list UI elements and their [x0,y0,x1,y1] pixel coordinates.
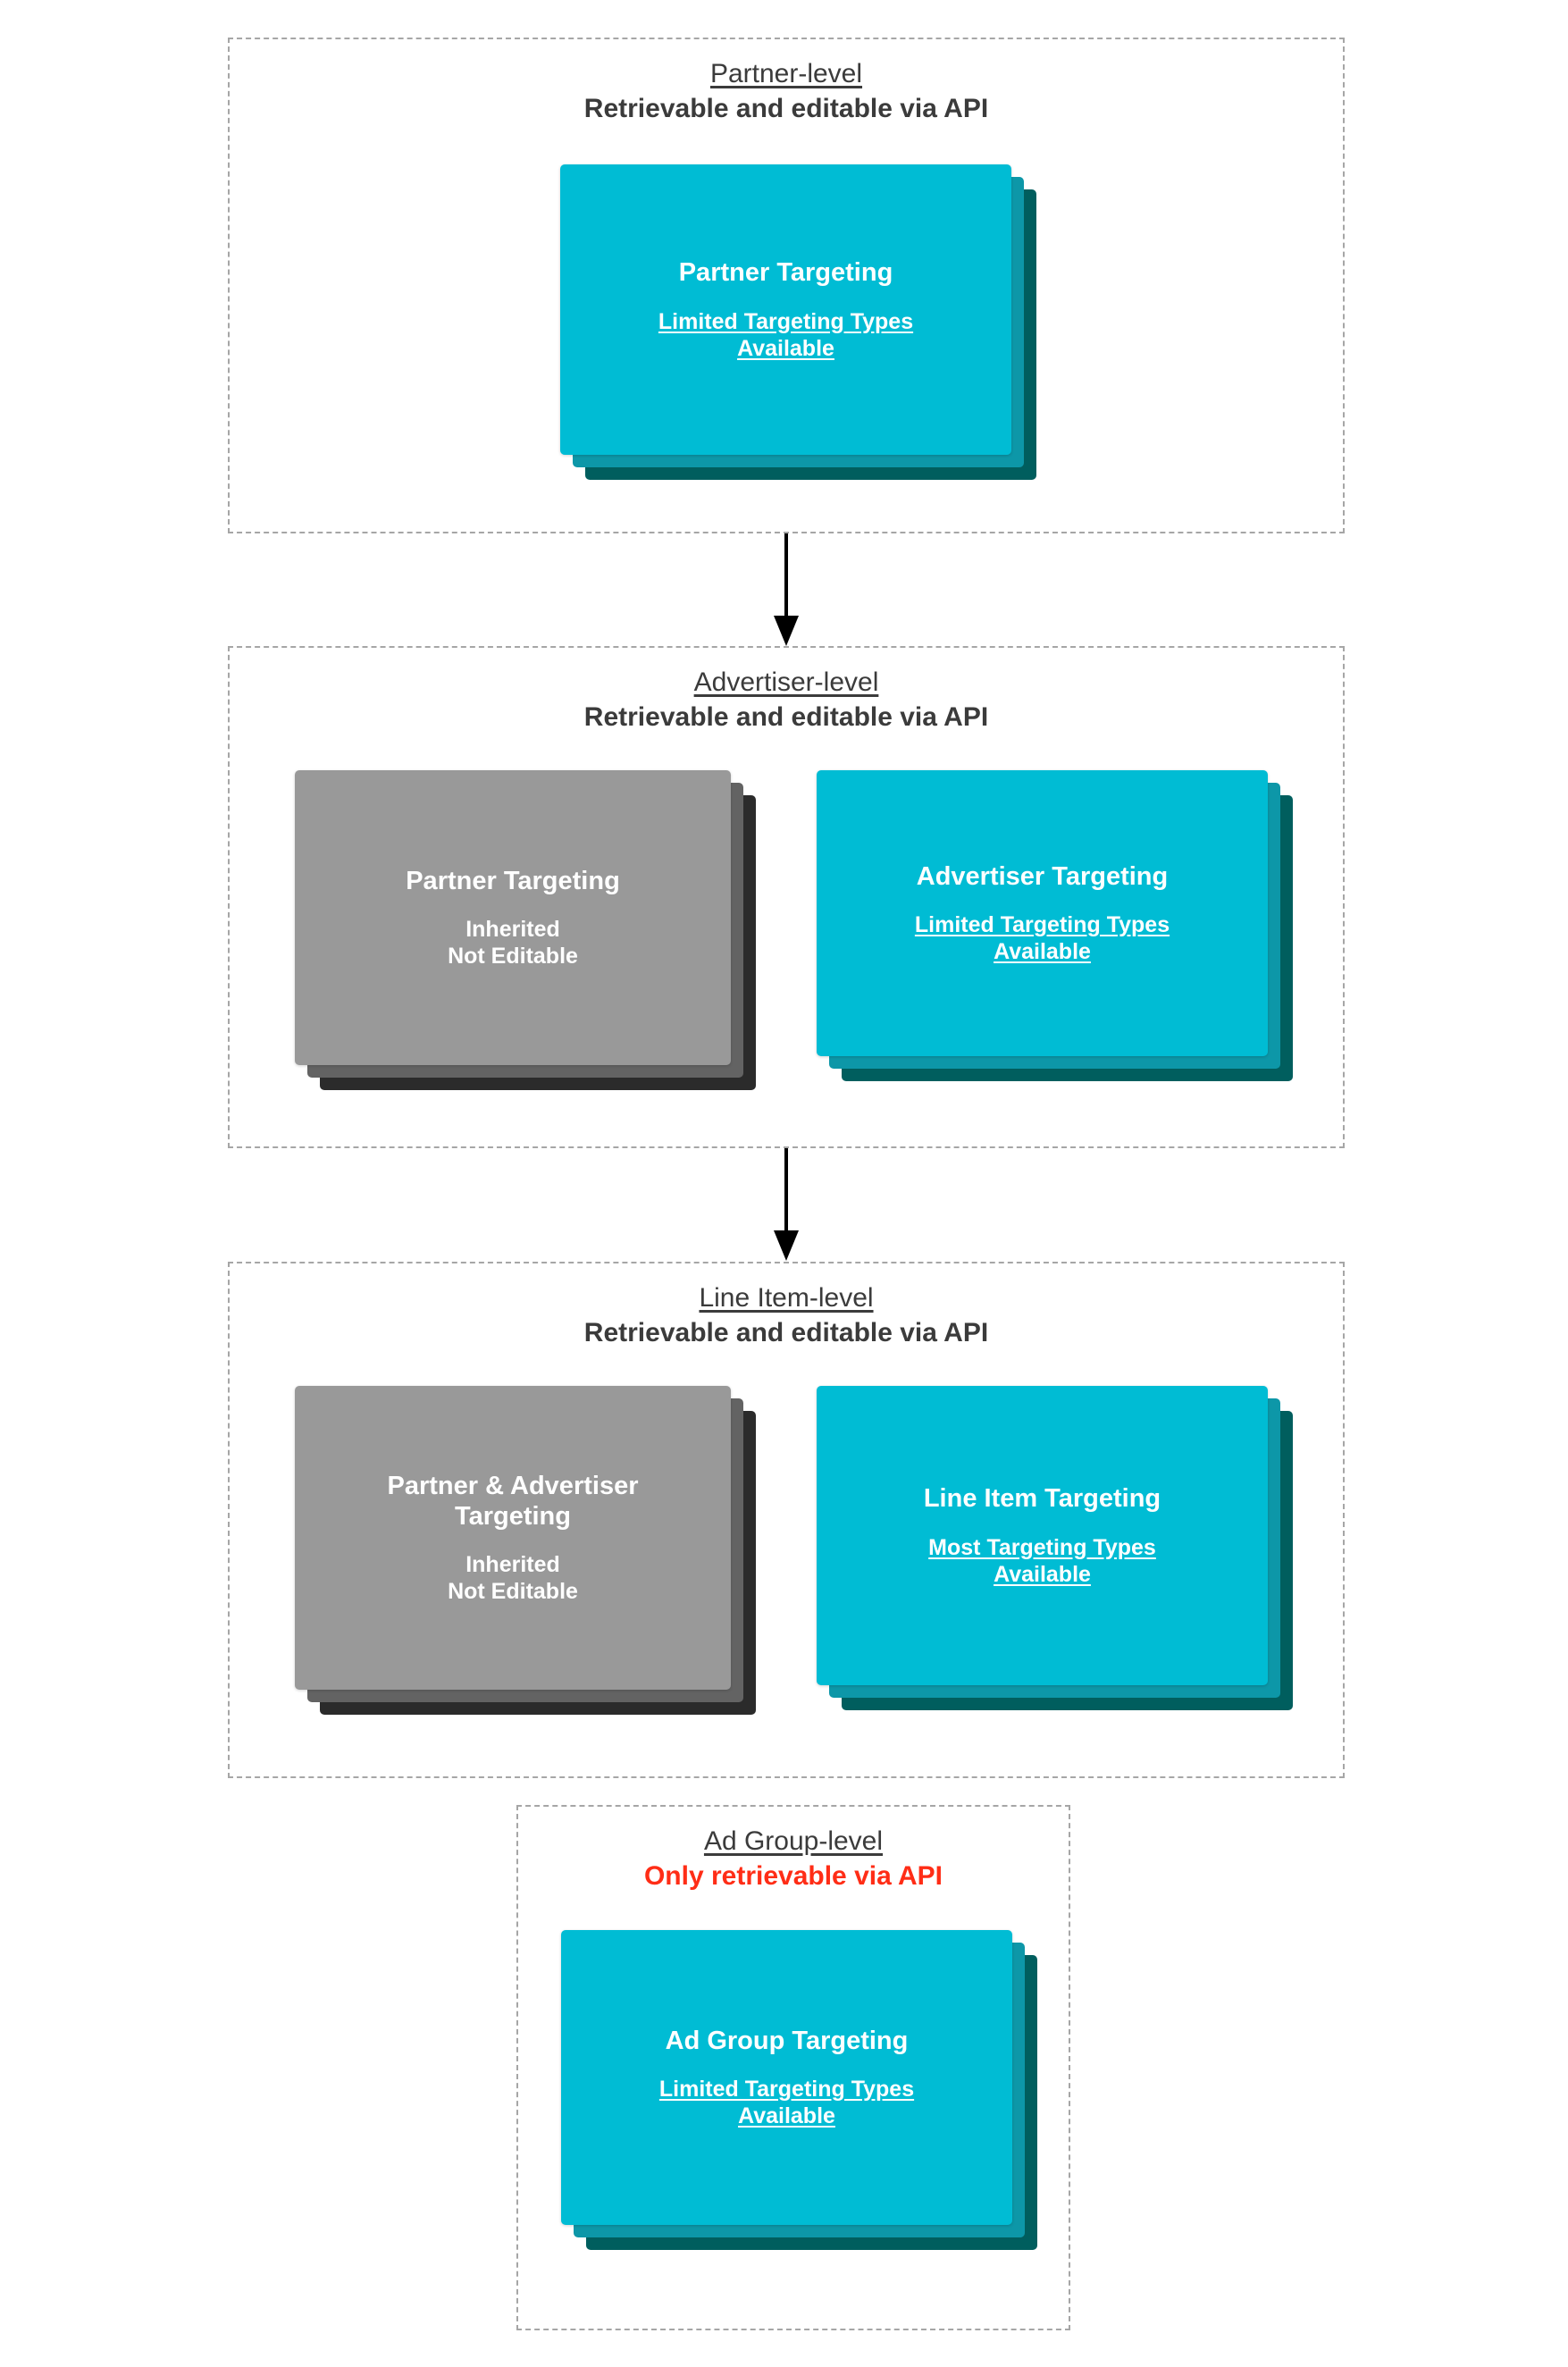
card-advertiser-targeting[interactable]: Advertiser Targeting Limited Targeting T… [817,770,1268,1056]
card-subtitle-line2: Available [737,335,834,361]
card-partner-targeting-inherited[interactable]: Partner Targeting Inherited Not Editable [295,770,731,1065]
card-subtitle-line1: Inherited [465,1552,560,1578]
card-ad-group-targeting[interactable]: Ad Group Targeting Limited Targeting Typ… [561,1930,1012,2225]
card-subtitle-line2: Available [738,2103,835,2129]
connector-partner-to-advertiser [774,533,799,646]
card-subtitle: Limited Targeting Types Available [902,911,1182,965]
card-title: Partner Targeting [406,866,620,895]
card-subtitle-line2: Not Editable [448,1579,578,1605]
card-subtitle-line1: Limited Targeting Types [658,2077,915,2103]
card-title: Partner Targeting [678,258,893,288]
level-advertiser: Advertiser-level Retrievable and editabl… [228,646,1345,1148]
connector-advertiser-to-line-item [774,1148,799,1261]
card-line-item-targeting[interactable]: Line Item Targeting Most Targeting Types… [817,1386,1268,1685]
level-partner-header: Partner-level Retrievable and editable v… [230,59,1343,123]
card-subtitle-line2: Available [994,1561,1091,1587]
card-partner-targeting[interactable]: Partner Targeting Limited Targeting Type… [560,164,1011,455]
level-line-item: Line Item-level Retrievable and editable… [228,1262,1345,1778]
card-subtitle: Most Targeting Types Available [916,1534,1169,1588]
card-subtitle-line1: Most Targeting Types [928,1534,1156,1560]
level-partner: Partner-level Retrievable and editable v… [228,38,1345,533]
level-partner-subtitle: Retrievable and editable via API [583,93,989,123]
card-partner-advertiser-targeting-inherited[interactable]: Partner & Advertiser Targeting Inherited… [295,1386,731,1690]
level-advertiser-subtitle: Retrievable and editable via API [583,701,989,732]
level-advertiser-title: Advertiser-level [693,667,879,697]
level-line-item-header: Line Item-level Retrievable and editable… [230,1283,1343,1347]
level-line-item-title: Line Item-level [699,1283,874,1313]
card-subtitle: Inherited Not Editable [435,1551,591,1605]
card-title: Ad Group Targeting [665,2026,909,2055]
card-subtitle: Inherited Not Editable [435,916,591,969]
level-line-item-subtitle: Retrievable and editable via API [583,1317,989,1347]
card-subtitle-line1: Inherited [465,917,560,943]
card-subtitle: Limited Targeting Types Available [647,2076,927,2129]
card-subtitle-line1: Limited Targeting Types [658,308,914,334]
level-advertiser-header: Advertiser-level Retrievable and editabl… [230,667,1343,732]
card-title: Line Item Targeting [923,1484,1161,1514]
level-partner-title: Partner-level [709,59,863,88]
card-title: Partner & Advertiser Targeting [387,1471,639,1531]
card-subtitle-line1: Limited Targeting Types [914,912,1170,938]
level-ad-group-title: Ad Group-level [703,1826,884,1856]
card-subtitle: Limited Targeting Types Available [646,308,926,362]
level-ad-group-subtitle: Only retrievable via API [643,1860,943,1891]
card-title: Advertiser Targeting [916,861,1169,891]
level-ad-group: Ad Group-level Only retrievable via API … [516,1805,1070,2330]
card-subtitle-line2: Not Editable [448,944,578,969]
card-subtitle-line2: Available [994,939,1091,965]
level-ad-group-header: Ad Group-level Only retrievable via API [518,1826,1069,1891]
